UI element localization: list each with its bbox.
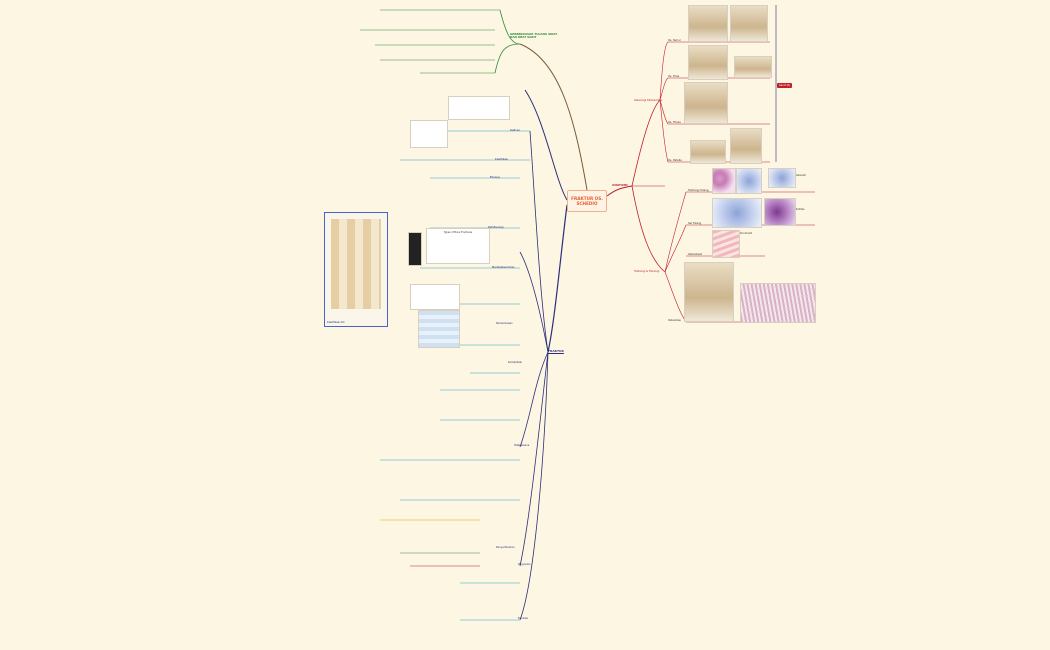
fraktur-etiologi[interactable]: Etiologi (490, 176, 500, 179)
femur-head-image[interactable] (730, 5, 768, 42)
histo-image-1[interactable] (712, 168, 736, 194)
histo-image-2[interactable] (736, 168, 762, 194)
ao-caption: Klasifikasi AO (327, 321, 345, 324)
anatomy-item-matriks: Matriks (795, 208, 805, 211)
tibia-top-image[interactable] (734, 56, 772, 78)
bone-section-image[interactable] (684, 262, 734, 322)
anatomy-item-sel[interactable]: Sel Tulang (688, 222, 702, 225)
femur-image[interactable] (688, 5, 728, 42)
fraktur-patofisiologi[interactable]: Patofisiologi (488, 226, 504, 229)
fraktur-tatalaksana[interactable]: Tatalaksana (514, 444, 530, 447)
micro-image[interactable] (740, 283, 816, 323)
anatomy-item-femur[interactable]: Os. femur (668, 39, 681, 42)
patella-side-image[interactable] (730, 128, 762, 164)
concept-diagram-image[interactable] (410, 120, 448, 148)
xray-image[interactable] (408, 232, 422, 266)
tibia-image[interactable] (688, 45, 728, 80)
anatomy-item-osteoblast[interactable]: Osteoblast (688, 253, 702, 256)
anatomy-item-patella[interactable]: Os. Patella (668, 159, 682, 162)
central-topic[interactable]: FRAKTUR OS. SCHEDIO (567, 190, 607, 212)
fraktur-manifestasi[interactable]: Manifestasi Klinis (492, 266, 515, 269)
classification-table-image[interactable] (448, 96, 510, 120)
anatomy-item-histo[interactable]: Histologi Tulang (688, 189, 709, 192)
fraktur-pemeriksaan[interactable]: Pemeriksaan (496, 322, 513, 325)
anatomy-item-tibia[interactable]: Os. Tibia (668, 75, 680, 78)
anatomy-sub-histologi[interactable]: Histologi & Fisiologi (634, 270, 660, 273)
grading-table-image[interactable] (410, 284, 460, 310)
fraktur-edukasi[interactable]: Edukasi (518, 617, 529, 620)
histo-image-3[interactable] (768, 168, 796, 188)
fraktur-klasifikasi[interactable]: Klasifikasi (495, 158, 508, 161)
fraktur-komplikasi[interactable]: Komplikasi (508, 361, 522, 364)
anatomy-item-osteosit: Osteosit (795, 174, 806, 177)
histo-image-5[interactable] (764, 198, 796, 226)
red-tag[interactable]: Saraf (II) (777, 83, 793, 88)
anatomy-item-osteoklas[interactable]: Osteoklas (668, 319, 681, 322)
fibula-image[interactable] (684, 82, 728, 124)
fraktur-penyembuhan[interactable]: Penyembuhan (496, 546, 515, 549)
fraktur-definisi[interactable]: Definisi (510, 129, 520, 132)
histo-image-6[interactable] (712, 230, 740, 258)
branch-fraktur[interactable]: FRAKTUR (548, 349, 564, 353)
blue-table-image[interactable] (418, 310, 460, 348)
histo-image-4[interactable] (712, 198, 762, 228)
ao-classification-frame[interactable]: Klasifikasi AO (324, 212, 388, 327)
branch-green[interactable]: GERBERDASAR TULANG SIKAT DAN OBAT SAKIT (510, 32, 558, 40)
anatomy-item-kondrosit: Kondrosit (740, 232, 753, 235)
fraktur-prognosis[interactable]: Prognosis (518, 563, 531, 566)
fracture-types-caption: Types of Bone Fractures (443, 231, 473, 234)
anatomy-sub-osteologi[interactable]: Osteologi Ekstremitas (634, 99, 663, 102)
ao-bones-image (331, 219, 381, 309)
fracture-types-diagram[interactable]: Types of Bone Fractures (426, 228, 490, 264)
branch-anatomi[interactable]: ANATOMI (612, 183, 628, 187)
patella-image[interactable] (690, 140, 726, 164)
anatomy-item-fibula[interactable]: Os. Fibula (668, 121, 681, 124)
